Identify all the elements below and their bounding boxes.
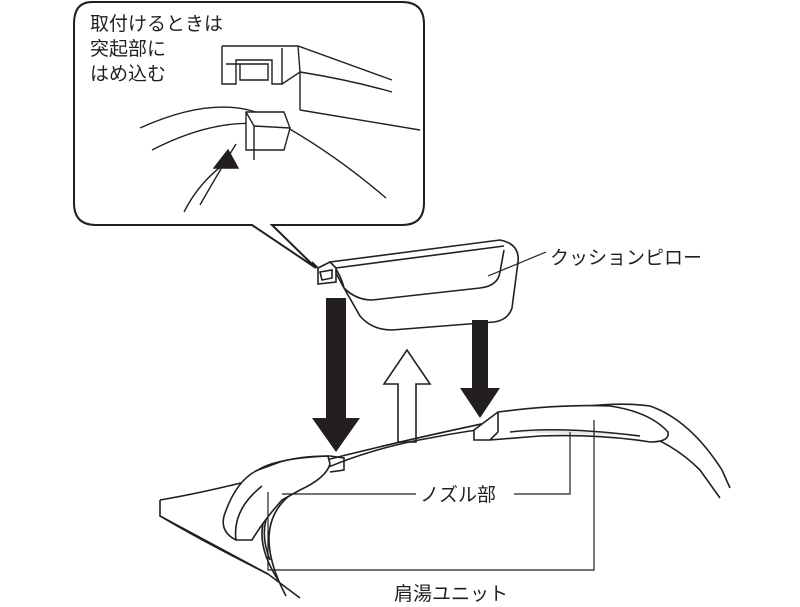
label-nozzle-part: ノズル部 bbox=[420, 484, 496, 506]
cushion-pillow bbox=[311, 239, 547, 331]
arrow-down-right bbox=[460, 320, 500, 418]
arrow-down-left bbox=[312, 298, 360, 452]
callout-text: 取付けるときは 突起部に はめ込む bbox=[90, 13, 223, 85]
callout-line-3: はめ込む bbox=[90, 63, 166, 85]
label-shoulder-unit: 肩湯ユニット bbox=[394, 583, 508, 605]
shoulder-unit bbox=[159, 403, 731, 599]
callout-detail-illustration bbox=[139, 45, 421, 213]
callout-line-2: 突起部に bbox=[90, 38, 166, 60]
callout-line-1: 取付けるときは bbox=[90, 13, 223, 35]
arrow-up bbox=[382, 348, 432, 443]
label-cushion-pillow: クッションピロー bbox=[550, 247, 702, 269]
